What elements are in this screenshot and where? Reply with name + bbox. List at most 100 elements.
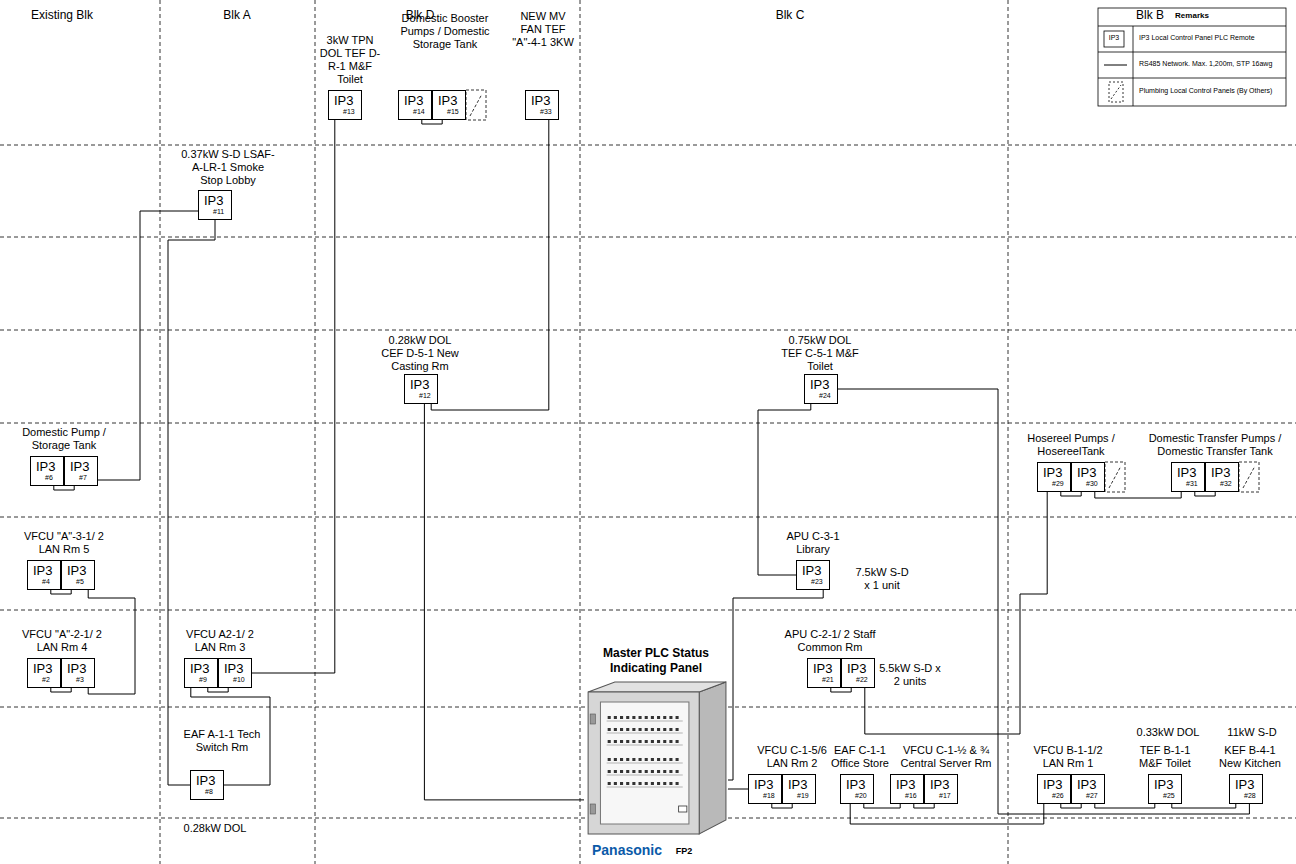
panel-number: #22 — [847, 676, 871, 684]
rs485-link — [168, 220, 215, 785]
equipment-label: 11kW S-D — [1222, 726, 1282, 739]
rs485-link — [431, 120, 549, 410]
ip3-control-panel: IP3#21 — [807, 658, 841, 688]
ip3-control-panel: IP3#31 — [1171, 462, 1205, 492]
panel-title: Master PLC Status Indicating Panel — [584, 646, 728, 676]
panel-label: IP3 — [67, 662, 91, 676]
equipment-label: KEF B-4-1 New Kitchen — [1218, 744, 1282, 770]
panel-number: #23 — [802, 578, 826, 586]
panel-label: IP3 — [404, 94, 428, 108]
ip3-control-panel: IP3#28 — [1229, 774, 1263, 804]
ip3-control-panel: IP3#16 — [890, 774, 924, 804]
panel-label: IP3 — [1077, 778, 1101, 792]
ip3-control-panel: IP3#29 — [1037, 462, 1071, 492]
rs485-link — [914, 804, 934, 808]
panel-label: IP3 — [67, 564, 91, 578]
legend-text: IP3 Local Control Panel PLC Remote — [1139, 33, 1284, 42]
panel-label: IP3 — [1043, 466, 1067, 480]
panel-label: IP3 — [847, 662, 871, 676]
equipment-label: VFCU C-1-½ & ¾ Central Server Rm — [900, 744, 992, 770]
rs485-link — [252, 120, 335, 673]
rs485-link — [772, 804, 792, 808]
panel-number: #6 — [36, 474, 60, 482]
ip3-control-panel: IP3#18 — [748, 774, 782, 804]
plumbing-panel — [466, 90, 1259, 492]
ip3-control-panel: IP3#11 — [198, 190, 232, 220]
panel-number: #4 — [33, 578, 57, 586]
rs485-link — [1195, 492, 1215, 496]
equipment-label: VFCU C-1-5/6 LAN Rm 2 — [755, 744, 829, 770]
equipment-label: Domestic Pump / Storage Tank — [19, 426, 109, 452]
ip3-control-panel: IP3#10 — [218, 658, 252, 688]
panel-number: #25 — [1154, 792, 1178, 800]
panel-label: IP3 — [788, 778, 812, 792]
equipment-label: 0.37kW S-D LSAF-A-LR-1 Smoke Stop Lobby — [180, 148, 276, 187]
rs485-link — [422, 120, 442, 124]
ip3-control-panel: IP3#33 — [525, 90, 559, 120]
panel-number: #15 — [438, 108, 462, 116]
legend-text: RS485 Network. Max. 1,200m, STP 16awg — [1139, 59, 1284, 68]
panel-number: #26 — [1043, 792, 1067, 800]
ip3-control-panel: IP3#27 — [1071, 774, 1105, 804]
panel-number: #24 — [810, 392, 834, 400]
panel-label: IP3 — [1177, 466, 1201, 480]
panel-number: #33 — [531, 108, 555, 116]
rs485-link — [831, 688, 851, 692]
cabinet-illustration — [584, 680, 728, 836]
panel-label: IP3 — [410, 378, 434, 392]
legend-text: Plumbing Local Control Panels (By Others… — [1139, 86, 1284, 95]
panel-label: IP3 — [1043, 778, 1067, 792]
ip3-control-panel: IP3#13 — [328, 90, 362, 120]
panel-label: IP3 — [1211, 466, 1235, 480]
panel-label: IP3 — [33, 662, 57, 676]
panel-label: IP3 — [334, 94, 358, 108]
panel-number: #5 — [67, 578, 91, 586]
panel-number: #2 — [33, 676, 57, 684]
ip3-control-panel: IP3#24 — [804, 374, 838, 404]
rs485-link — [51, 688, 71, 692]
equipment-label: VFCU B-1-1/2 LAN Rm 1 — [1028, 744, 1108, 770]
panel-label: IP3 — [846, 778, 870, 792]
rs485-link — [850, 804, 1044, 824]
panel-number: #30 — [1077, 480, 1101, 488]
panel-number: #19 — [788, 792, 812, 800]
block-heading: Blk C — [740, 8, 840, 22]
legend-sample-text: IP3 — [1104, 34, 1124, 42]
panel-label: IP3 — [896, 778, 920, 792]
rs485-link — [865, 492, 1047, 734]
rs485-link — [728, 789, 748, 790]
panel-number: #29 — [1043, 480, 1067, 488]
ip3-control-panel: IP3#26 — [1037, 774, 1071, 804]
rs485-link — [1172, 804, 1236, 808]
ip3-control-panel: IP3#8 — [190, 770, 224, 800]
ip3-control-panel: IP3#32 — [1205, 462, 1239, 492]
equipment-label: 0.28kW DOL CEF D-5-1 New Casting Rm — [379, 334, 461, 373]
panel-number: #16 — [896, 792, 920, 800]
equipment-label: 0.75kW DOL TEF C-5-1 M&F Toilet — [780, 334, 860, 373]
ip3-control-panel: IP3#22 — [841, 658, 875, 688]
equipment-label: 5.5kW S-D x 2 units — [879, 662, 941, 688]
panel-number: #14 — [404, 108, 428, 116]
brand-text: FP2 — [669, 846, 699, 857]
panel-label: IP3 — [190, 662, 214, 676]
ip3-control-panel: IP3#30 — [1071, 462, 1105, 492]
equipment-label: TEF B-1-1 M&F Toilet — [1136, 744, 1194, 770]
block-heading: Blk A — [187, 8, 287, 22]
legend-title: Remarks — [1142, 11, 1242, 20]
ip3-control-panel: IP3#20 — [840, 774, 874, 804]
rs485-link — [88, 590, 135, 694]
ip3-control-panel: IP3#6 — [30, 456, 64, 486]
master-plc-panel: Master PLC Status Indicating Panel — [584, 646, 728, 836]
equipment-label: VFCU A2-1/ 2 LAN Rm 3 — [180, 628, 260, 654]
equipment-label: NEW MV FAN TEF "A"-4-1 3KW — [512, 10, 574, 49]
rs485-link — [424, 404, 584, 800]
panel-number: #20 — [846, 792, 870, 800]
panel-number: #9 — [190, 676, 214, 684]
panel-label: IP3 — [930, 778, 954, 792]
equipment-label: 3kW TPN DOL TEF D-R-1 M&F Toilet — [315, 34, 385, 86]
panel-number: #8 — [196, 788, 220, 796]
equipment-label: EAF A-1-1 Tech Switch Rm — [180, 728, 264, 754]
panel-number: #28 — [1235, 792, 1259, 800]
equipment-label: VFCU "A"-3-1/ 2 LAN Rm 5 — [18, 530, 110, 556]
panel-label: IP3 — [1154, 778, 1178, 792]
